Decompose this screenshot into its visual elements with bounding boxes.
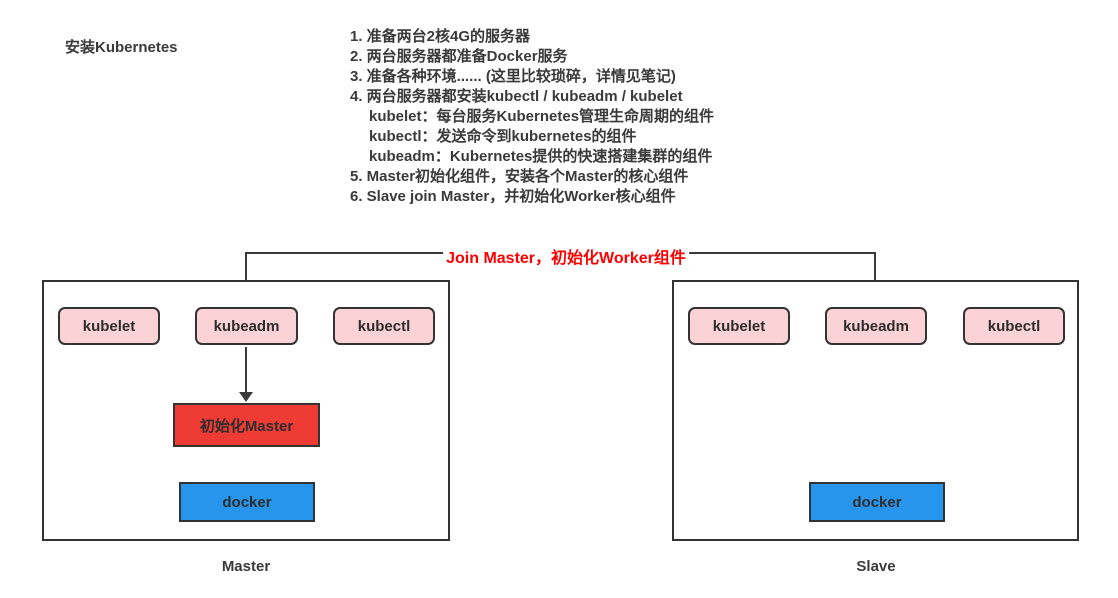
join-annotation-label: Join Master，初始化Worker组件	[443, 244, 689, 268]
init-master-node: 初始化Master	[173, 403, 320, 447]
master-kubeadm-node: kubeadm	[195, 307, 298, 345]
join-connector-left-line	[245, 252, 247, 294]
slave-kubeadm-node: kubeadm	[825, 307, 927, 345]
master-kubectl-node: kubectl	[333, 307, 435, 345]
note-line-5: 5. Master初始化组件，安装各个Master的核心组件	[350, 168, 689, 185]
master-docker-node: docker	[179, 482, 315, 522]
note-line-3: 3. 准备各种环境...... (这里比较琐碎，详情见笔记)	[350, 68, 676, 85]
notes-list: 1. 准备两台2核4G的服务器 2. 两台服务器都准备Docker服务 3. 准…	[350, 27, 790, 207]
note-line-2: 2. 两台服务器都准备Docker服务	[350, 48, 568, 65]
note-line-4b: kubectl：发送命令到kubernetes的组件	[369, 128, 637, 145]
slave-group-label: Slave	[856, 558, 896, 575]
page-title: 安装Kubernetes	[65, 39, 178, 56]
note-line-4a: kubelet：每台服务Kubernetes管理生命周期的组件	[369, 108, 715, 125]
master-group-label: Master	[221, 558, 271, 575]
note-line-1: 1. 准备两台2核4G的服务器	[350, 28, 531, 45]
kubeadm-to-init-arrowhead-icon	[239, 392, 253, 402]
slave-kubectl-node: kubectl	[963, 307, 1065, 345]
join-connector-right-line	[874, 252, 876, 307]
master-kubelet-node: kubelet	[58, 307, 160, 345]
kubeadm-to-init-line	[245, 347, 247, 392]
note-line-4c: kubeadm：Kubernetes提供的快速搭建集群的组件	[369, 148, 713, 165]
note-line-6: 6. Slave join Master，并初始化Worker核心组件	[350, 188, 676, 205]
note-line-4: 4. 两台服务器都安装kubectl / kubeadm / kubelet	[350, 88, 683, 105]
slave-kubelet-node: kubelet	[688, 307, 790, 345]
slave-docker-node: docker	[809, 482, 945, 522]
